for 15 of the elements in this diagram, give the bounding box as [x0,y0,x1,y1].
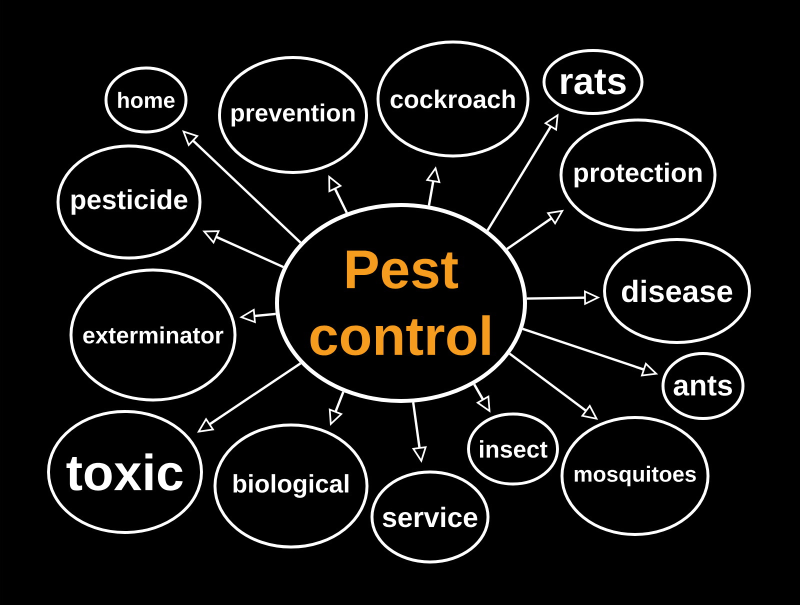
topic-bubble: prevention [218,56,368,174]
topic-bubble: mosquitoes [560,416,710,536]
topic-bubble: pesticide [56,144,202,260]
topic-bubble: disease [603,238,751,344]
central-bubble: Pest control [275,203,527,403]
topic-bubble: cockroach [376,40,530,158]
topic-bubble: exterminator [70,268,236,402]
topic-bubble: protection [560,118,716,232]
topic-bubble: home [104,66,188,134]
topic-bubble: service [370,470,490,564]
topic-bubble: toxic [47,410,203,534]
topic-bubble: rats [542,49,644,115]
topic-bubble: biological [214,424,368,548]
topic-bubble: insect [467,412,559,486]
topic-bubble: ants [662,352,744,420]
